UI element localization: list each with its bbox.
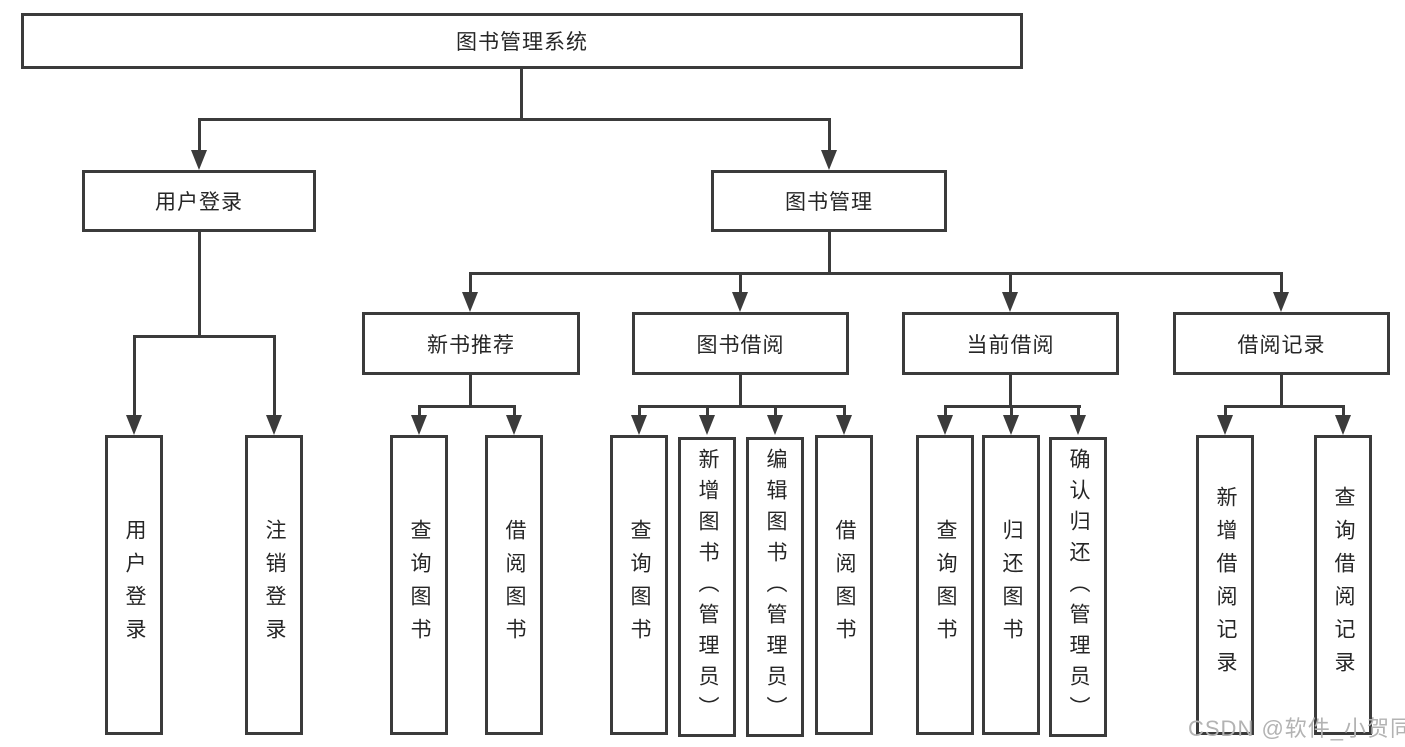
node-label: 注销登录 <box>263 519 286 651</box>
arrowhead-down <box>191 150 207 170</box>
node-current-borrow: 当前借阅 <box>902 312 1119 375</box>
arrowhead-down <box>732 292 748 312</box>
connector-line <box>1010 405 1013 417</box>
node-book-management: 图书管理 <box>711 170 947 232</box>
arrowhead-down <box>821 150 837 170</box>
arrowhead-down <box>1335 415 1351 435</box>
arrowhead-down <box>1070 415 1086 435</box>
node-label: 借阅记录 <box>1237 333 1326 357</box>
connector-line <box>198 118 831 121</box>
leaf-query-borrow-record: 查询借阅记录 <box>1314 435 1372 735</box>
connector-line <box>469 272 1283 275</box>
connector-line <box>1077 405 1080 417</box>
connector-line <box>1280 375 1283 405</box>
node-label: 借阅图书 <box>503 519 526 651</box>
connector-line <box>638 405 641 417</box>
connector-line <box>198 232 201 335</box>
arrowhead-down <box>1003 415 1019 435</box>
connector-line <box>1009 375 1012 405</box>
arrowhead-down <box>506 415 522 435</box>
node-label: 查询图书 <box>408 519 431 651</box>
node-label: 确认归还（管理员） <box>1067 447 1090 727</box>
connector-line <box>828 232 831 272</box>
connector-line <box>706 405 709 417</box>
connector-line <box>944 405 947 417</box>
connector-line <box>1224 405 1345 408</box>
node-user-login: 用户登录 <box>82 170 316 232</box>
arrowhead-down <box>767 415 783 435</box>
connector-line <box>418 405 421 417</box>
arrowhead-down <box>462 292 478 312</box>
connector-line <box>520 69 523 118</box>
connector-line <box>469 272 472 294</box>
connector-line <box>513 405 516 417</box>
arrowhead-down <box>1273 292 1289 312</box>
connector-line <box>1342 405 1345 417</box>
connector-line <box>418 405 516 408</box>
leaf-user-login: 用户登录 <box>105 435 163 735</box>
leaf-edit-books-admin: 编辑图书（管理员） <box>746 437 804 737</box>
connector-line <box>133 335 276 338</box>
connector-line <box>774 405 777 417</box>
arrowhead-down <box>937 415 953 435</box>
connector-line <box>739 272 742 294</box>
connector-line <box>273 335 276 415</box>
node-label: 查询图书 <box>628 519 651 651</box>
connector-line <box>133 335 136 415</box>
node-book-borrow: 图书借阅 <box>632 312 849 375</box>
node-label: 图书借阅 <box>696 333 785 357</box>
leaf-query-books: 查询图书 <box>916 435 974 735</box>
connector-line <box>469 375 472 405</box>
leaf-borrow-books: 借阅图书 <box>815 435 873 735</box>
connector-line <box>828 118 831 152</box>
node-label: 新书推荐 <box>427 333 515 357</box>
arrowhead-down <box>126 415 142 435</box>
node-label: 用户登录 <box>123 519 146 651</box>
leaf-add-borrow-record: 新增借阅记录 <box>1196 435 1254 735</box>
node-label: 当前借阅 <box>966 333 1055 357</box>
leaf-logout: 注销登录 <box>245 435 303 735</box>
leaf-return-books: 归还图书 <box>982 435 1040 735</box>
arrowhead-down <box>1002 292 1018 312</box>
leaf-confirm-return-admin: 确认归还（管理员） <box>1049 437 1107 737</box>
node-label: 借阅图书 <box>833 519 856 651</box>
arrowhead-down <box>1217 415 1233 435</box>
connector-line <box>638 405 846 408</box>
connector-line <box>198 118 201 152</box>
arrowhead-down <box>836 415 852 435</box>
leaf-query-books: 查询图书 <box>390 435 448 735</box>
leaf-query-books: 查询图书 <box>610 435 668 735</box>
connector-line <box>1224 405 1227 417</box>
arrowhead-down <box>699 415 715 435</box>
node-label: 图书管理 <box>785 191 873 214</box>
connector-line <box>1009 272 1012 294</box>
node-new-book-recommend: 新书推荐 <box>362 312 580 375</box>
connector-line <box>843 405 846 417</box>
node-label: 查询图书 <box>934 519 957 651</box>
node-label: 新增借阅记录 <box>1214 486 1237 684</box>
arrowhead-down <box>266 415 282 435</box>
node-label: 查询借阅记录 <box>1332 486 1355 684</box>
node-library-management-system: 图书管理系统 <box>21 13 1023 69</box>
arrowhead-down <box>411 415 427 435</box>
node-label: 编辑图书（管理员） <box>764 447 787 727</box>
node-label: 归还图书 <box>1000 519 1023 651</box>
leaf-add-books-admin: 新增图书（管理员） <box>678 437 736 737</box>
node-label: 图书管理系统 <box>456 31 588 54</box>
node-label: 新增图书（管理员） <box>696 447 719 727</box>
csdn-watermark: CSDN @软件_小贺同学 <box>1188 716 1405 741</box>
arrowhead-down <box>631 415 647 435</box>
node-label: 用户登录 <box>155 191 243 214</box>
connector-line <box>1280 272 1283 294</box>
node-borrow-records: 借阅记录 <box>1173 312 1390 375</box>
connector-line <box>739 375 742 405</box>
leaf-borrow-books: 借阅图书 <box>485 435 543 735</box>
